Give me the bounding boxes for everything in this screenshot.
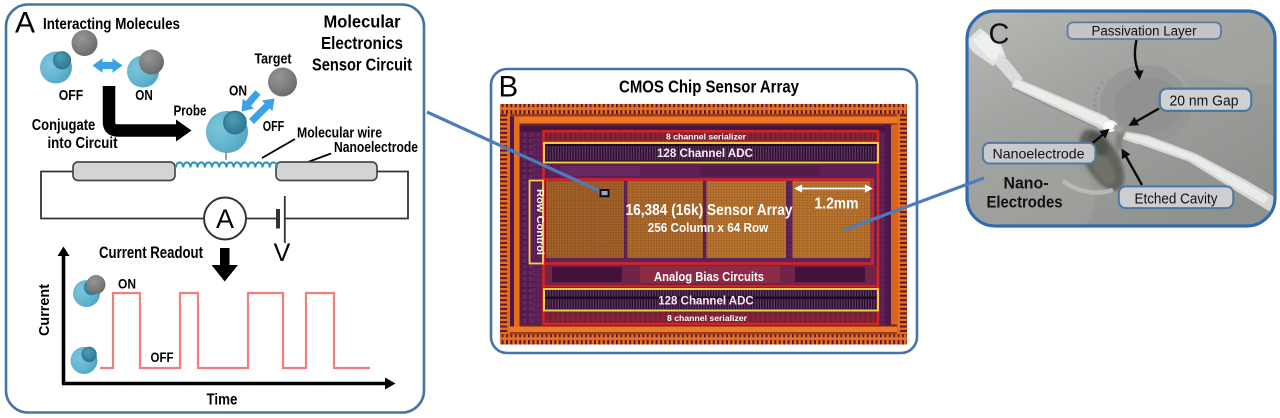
svg-text:ON: ON: [229, 84, 247, 100]
svg-text:OFF: OFF: [263, 119, 285, 135]
svg-text:Nano-: Nano-: [1004, 175, 1049, 193]
svg-text:128 Channel ADC: 128 Channel ADC: [658, 294, 754, 308]
svg-text:8 channel serializer: 8 channel serializer: [667, 313, 748, 323]
svg-text:Electrodes: Electrodes: [987, 193, 1063, 211]
svg-text:A: A: [15, 7, 35, 40]
svg-text:A: A: [216, 204, 234, 234]
svg-text:Molecular: Molecular: [324, 12, 401, 32]
svg-text:ON: ON: [135, 87, 153, 104]
svg-text:Sensor Circuit: Sensor Circuit: [312, 55, 412, 75]
svg-text:Electronics: Electronics: [321, 33, 403, 53]
svg-text:Conjugate: Conjugate: [32, 117, 96, 134]
svg-text:Analog Bias Circuits: Analog Bias Circuits: [654, 270, 764, 284]
svg-text:Row Control: Row Control: [534, 189, 546, 255]
svg-text:8 channel serializer: 8 channel serializer: [666, 131, 747, 141]
svg-text:Time: Time: [207, 392, 238, 409]
svg-text:B: B: [499, 71, 519, 104]
svg-text:C: C: [989, 19, 1010, 51]
svg-text:128 Channel ADC: 128 Channel ADC: [657, 146, 753, 160]
svg-text:OFF: OFF: [59, 87, 84, 104]
svg-text:Current: Current: [36, 284, 53, 336]
svg-text:ON: ON: [118, 277, 136, 292]
svg-text:Molecular wire: Molecular wire: [297, 126, 382, 142]
svg-text:Probe: Probe: [174, 104, 207, 120]
svg-text:Passivation Layer: Passivation Layer: [1092, 24, 1197, 39]
svg-text:256 Column x 64 Row: 256 Column x 64 Row: [648, 221, 769, 235]
svg-text:20 nm Gap: 20 nm Gap: [1170, 92, 1239, 109]
svg-text:CMOS Chip Sensor Array: CMOS Chip Sensor Array: [619, 76, 799, 96]
svg-text:16,384 (16k) Sensor Array: 16,384 (16k) Sensor Array: [626, 202, 793, 219]
svg-text:into Circuit: into Circuit: [48, 135, 119, 152]
svg-text:OFF: OFF: [151, 350, 174, 365]
svg-text:Etched Cavity: Etched Cavity: [1135, 191, 1219, 207]
svg-text:Current Readout: Current Readout: [99, 243, 203, 262]
svg-text:Nanoelectrode: Nanoelectrode: [993, 146, 1085, 162]
svg-text:Interacting Molecules: Interacting Molecules: [43, 16, 180, 33]
svg-text:1.2mm: 1.2mm: [815, 196, 859, 213]
svg-text:V: V: [274, 239, 291, 267]
svg-text:Target: Target: [255, 52, 292, 68]
svg-text:Nanoelectrode: Nanoelectrode: [334, 140, 418, 156]
